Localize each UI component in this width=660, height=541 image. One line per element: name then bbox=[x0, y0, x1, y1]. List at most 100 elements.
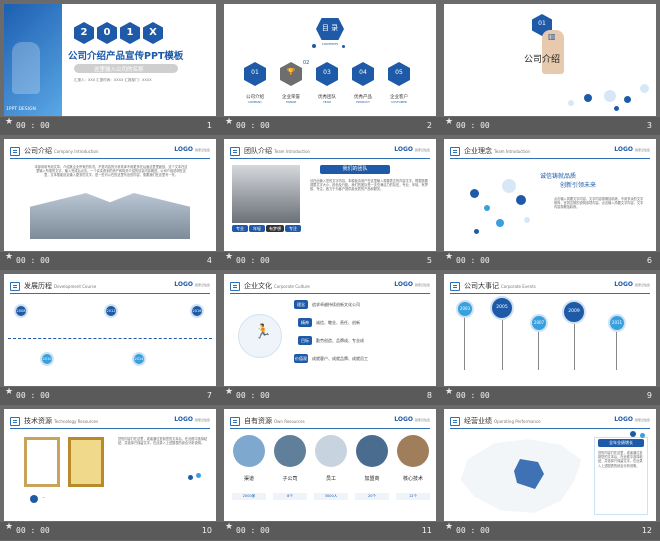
section-number: 01 bbox=[538, 20, 546, 27]
star-icon: ★ bbox=[225, 252, 234, 262]
slide-thumbnail-3[interactable]: 01 ▥ 公司介绍 ★ 00 : 00 3 bbox=[440, 0, 660, 135]
logo-sub: 别家记住您 bbox=[194, 283, 210, 287]
milestone-year: 2014 bbox=[134, 357, 144, 361]
slide-title-en: Company Introduction bbox=[54, 148, 99, 154]
hand-image bbox=[542, 30, 564, 74]
star-icon: ★ bbox=[5, 252, 14, 262]
slide-3-title: 公司介绍 bbox=[524, 55, 561, 65]
logo-sub: 别家记住您 bbox=[414, 418, 430, 422]
milestone-year: 2012 bbox=[106, 309, 116, 313]
milestone: 2008 bbox=[14, 304, 28, 318]
slide-8-time: 00 : 00 bbox=[236, 391, 270, 400]
toc-item-en: PRODUCT bbox=[356, 100, 370, 104]
section-icon bbox=[450, 416, 460, 426]
slide-11-number: 11 bbox=[421, 526, 432, 535]
logo-text: LOGO bbox=[394, 146, 413, 153]
resource-photo bbox=[315, 435, 347, 467]
resource-photo bbox=[274, 435, 306, 467]
logo-text: LOGO bbox=[394, 281, 413, 288]
slide-2-canvas: 目 录 CONTENTS 01 公司介绍 COMPANY 🏆 02 企业荣誉 H… bbox=[224, 4, 436, 116]
milestone: 2016 bbox=[190, 304, 204, 318]
tag: 专注 bbox=[285, 225, 301, 232]
slide-8-number: 8 bbox=[426, 391, 432, 400]
event-circle: 2003 bbox=[456, 300, 474, 318]
section-icon bbox=[230, 146, 240, 156]
culture-text: 追求卓越持续创新文化公司 bbox=[312, 302, 360, 307]
bubble bbox=[474, 229, 479, 234]
culture-text: 诚信、敬业、责任、创新 bbox=[316, 320, 360, 325]
culture-text: 成就客户、成就品牌、成就员工 bbox=[312, 356, 368, 361]
slogan-1: 诚信铸就品质 bbox=[540, 173, 577, 180]
star-icon: ★ bbox=[225, 387, 234, 397]
deco-dot bbox=[614, 106, 619, 111]
performance-box bbox=[594, 437, 648, 515]
resource-value: 20个 bbox=[355, 493, 389, 500]
slide-2-number: 2 bbox=[426, 121, 432, 130]
resource-label: 员工 bbox=[325, 476, 336, 482]
culture-tag: 目标 bbox=[298, 336, 312, 345]
milestone: 2010 bbox=[40, 352, 54, 366]
slide-1-subtitle: 这里输入公司的名称 bbox=[94, 67, 144, 73]
bullet-dot bbox=[30, 495, 38, 503]
event-stem bbox=[574, 322, 575, 370]
performance-heading: 全年业绩增长 bbox=[598, 439, 644, 447]
logo-sub: 别家记住您 bbox=[414, 283, 430, 287]
event-year: 2005 bbox=[496, 305, 508, 310]
resource-label: 渠道 bbox=[243, 476, 254, 482]
slide-5-number: 5 bbox=[426, 256, 432, 265]
slide-title-en: Team Introduction bbox=[274, 148, 311, 154]
culture-tag: 价值观 bbox=[294, 354, 308, 363]
hand-image bbox=[12, 42, 40, 94]
slide-12-number: 12 bbox=[641, 526, 652, 535]
slide-2-status-bar: ★ 00 : 00 2 bbox=[220, 117, 440, 135]
slide-7-number: 7 bbox=[206, 391, 212, 400]
slide-10-status-bar: ★ 00 : 00 10 bbox=[0, 522, 220, 540]
slide-2-time: 00 : 00 bbox=[236, 121, 270, 130]
slide-title-en: Technology Resources bbox=[54, 418, 99, 424]
toc-item-en: HONOR bbox=[285, 100, 297, 104]
slide-11-time: 00 : 00 bbox=[236, 526, 270, 535]
slide-1-canvas: 2 0 1 X 公司介绍产品宣传PPT模板 这里输入公司的名称 汇报人：XXX … bbox=[4, 4, 216, 116]
resource-value: 8个 bbox=[273, 493, 307, 500]
slide-title: 公司介绍 bbox=[24, 147, 52, 155]
slide-8-status-bar: ★ 00 : 00 8 bbox=[220, 387, 440, 405]
toc-item-no: 04 bbox=[359, 69, 367, 76]
event-circle: 2009 bbox=[562, 300, 586, 324]
slide-thumbnail-2[interactable]: 目 录 CONTENTS 01 公司介绍 COMPANY 🏆 02 企业荣誉 H… bbox=[220, 0, 440, 135]
bubble bbox=[484, 205, 490, 211]
slide-4-time: 00 : 00 bbox=[16, 256, 50, 265]
event-circle: 2005 bbox=[490, 296, 514, 320]
slide-thumbnail-1[interactable]: 2 0 1 X 公司介绍产品宣传PPT模板 这里输入公司的名称 汇报人：XXX … bbox=[0, 0, 220, 135]
section-icon bbox=[10, 281, 20, 291]
slide-3-time: 00 : 00 bbox=[456, 121, 490, 130]
toc-title-en: CONTENTS bbox=[321, 42, 339, 46]
resource-photo bbox=[356, 435, 388, 467]
slide-12-status-bar: ★ 00 : 00 12 bbox=[440, 522, 660, 540]
slide-9-time: 00 : 00 bbox=[456, 391, 490, 400]
toc-title: 目 录 bbox=[321, 24, 339, 32]
bubble bbox=[470, 189, 479, 198]
slide-9-number: 9 bbox=[646, 391, 652, 400]
deco-dot bbox=[342, 45, 345, 48]
deco-dot bbox=[584, 94, 592, 102]
deco-dot bbox=[196, 473, 201, 478]
